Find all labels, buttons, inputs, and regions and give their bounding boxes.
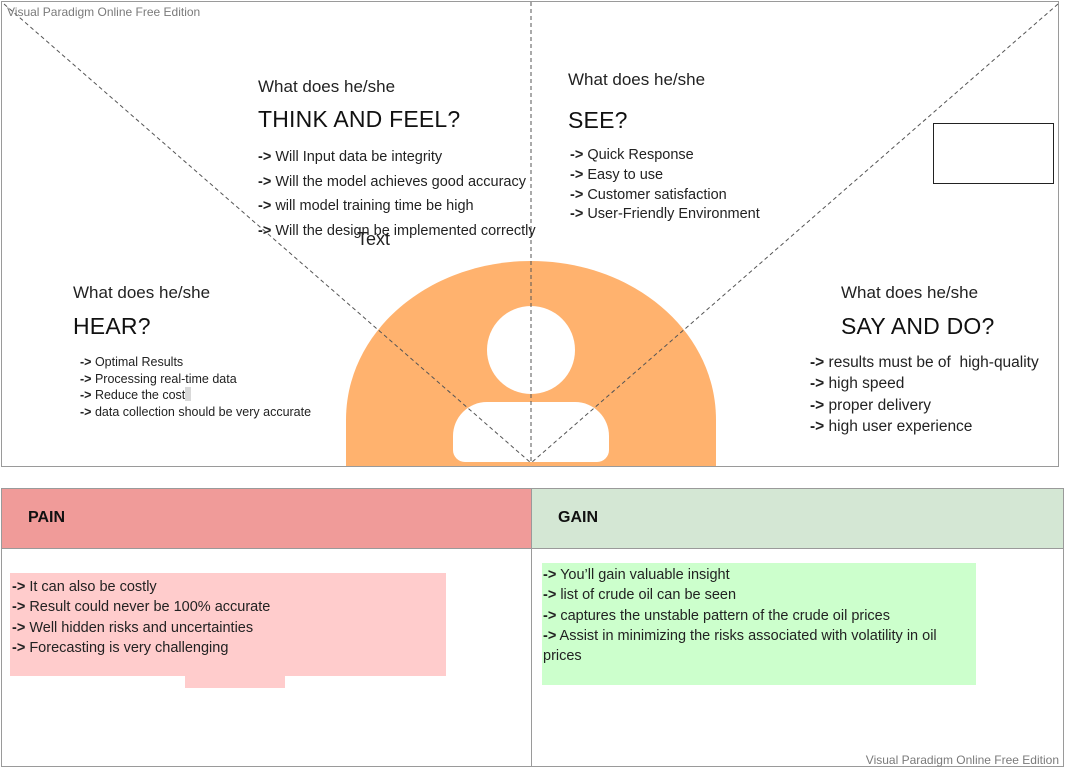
list-item: -> data collection should be very accura… (80, 404, 312, 419)
pain-gain-divider (531, 489, 532, 766)
think-feel-title: THINK AND FEEL? (258, 106, 461, 132)
gain-label: GAIN (558, 509, 598, 526)
persona-head-icon (487, 306, 575, 394)
list-item: -> User-Friendly Environment (570, 206, 760, 223)
see-question: What does he/she (568, 70, 706, 89)
list-item: -> Processing real-time data (80, 371, 237, 386)
hear-title: HEAR? (73, 313, 151, 339)
gain-header[interactable]: GAIN (532, 489, 1063, 549)
see-list: -> Quick Response -> Easy to use -> Cust… (570, 146, 760, 225)
hear-section[interactable]: What does he/she HEAR? -> Optimal Result… (73, 283, 311, 420)
list-item: -> high speed (810, 375, 905, 393)
hear-list: -> Optimal Results -> Processing real-ti… (80, 354, 311, 420)
list-item: -> Will the model achieves good accuracy (258, 173, 526, 190)
list-item: -> Reduce the cost (80, 387, 311, 404)
floating-text-label[interactable]: Text (357, 229, 391, 249)
list-item: -> It can also be costly (12, 579, 157, 595)
list-item: -> Customer satisfaction (570, 186, 727, 203)
pain-list: -> It can also be costly -> Result could… (12, 577, 446, 658)
pain-label: PAIN (28, 509, 66, 526)
list-item: -> proper delivery (810, 396, 932, 414)
list-item: -> Assist in minimizing the risks associ… (543, 627, 937, 665)
list-item: -> Result could never be 100% accurate (12, 599, 271, 616)
list-item: -> Quick Response (570, 147, 694, 163)
pain-gain-frame (1, 488, 1064, 767)
list-item: -> results must be of high-quality (810, 354, 1039, 371)
list-item: -> Will Input data be integrity (258, 149, 443, 165)
list-item: -> Will the design be implemented correc… (258, 222, 536, 239)
say-do-question: What does he/she (841, 283, 979, 302)
list-item: -> captures the unstable pattern of the … (543, 607, 890, 624)
empathy-map-frame (1, 1, 1059, 467)
see-section[interactable]: What does he/she SEE? -> Quick Response … (568, 70, 760, 225)
list-item: -> Easy to use (570, 166, 664, 183)
list-item: -> high user experience (810, 417, 973, 435)
gain-list: -> You’ll gain valuable insight -> list … (543, 565, 972, 666)
think-feel-question: What does he/she (258, 77, 396, 96)
text-cursor-marker (185, 387, 192, 402)
list-item: -> Well hidden risks and uncertainties (12, 619, 254, 636)
pain-header[interactable]: PAIN (2, 489, 531, 549)
think-feel-list: -> Will Input data be integrity -> Will … (258, 145, 536, 243)
list-item: -> list of crude oil can be seen (543, 587, 737, 604)
empty-rectangle-shape[interactable] (933, 123, 1054, 184)
see-title: SEE? (568, 107, 628, 133)
say-do-title: SAY AND DO? (841, 313, 995, 339)
persona-body-icon (453, 402, 609, 462)
hear-question: What does he/she (73, 283, 211, 302)
list-item: -> will model training time be high (258, 198, 474, 215)
watermark-top: Visual Paradigm Online Free Edition (7, 5, 201, 19)
say-do-section[interactable]: What does he/she SAY AND DO? -> results … (810, 283, 1039, 437)
pain-note-tab (185, 672, 285, 688)
gain-sticky-note[interactable]: -> You’ll gain valuable insight -> list … (542, 563, 976, 685)
think-feel-section[interactable]: What does he/she THINK AND FEEL? -> Will… (258, 77, 536, 243)
list-item: -> Optimal Results (80, 355, 184, 369)
pain-sticky-note[interactable]: -> It can also be costly -> Result could… (10, 573, 446, 676)
list-item: -> You’ll gain valuable insight (543, 567, 730, 583)
say-do-list: -> results must be of high-quality -> hi… (810, 352, 1039, 437)
list-item: -> Forecasting is very challenging (12, 639, 229, 656)
watermark-bottom: Visual Paradigm Online Free Edition (865, 753, 1059, 767)
